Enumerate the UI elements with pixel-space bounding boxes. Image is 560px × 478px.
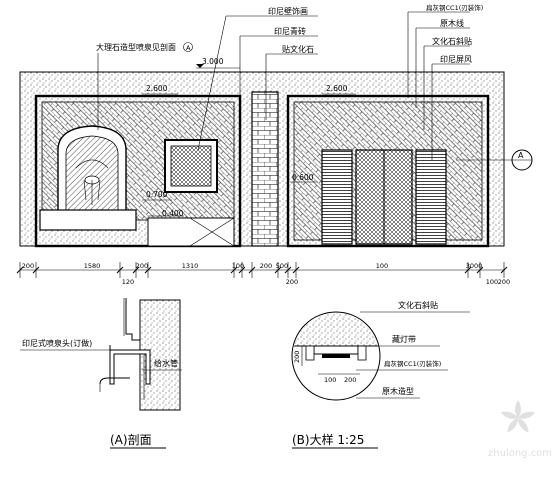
- detail-a: 印尼式喷泉头(订做) 给水管 (A)剖面: [20, 298, 182, 449]
- indian-screen: [321, 149, 447, 245]
- section-callout-a: A: [456, 149, 533, 171]
- detail-a-label-head: 印尼式喷泉头(订做): [22, 338, 92, 348]
- spout: [99, 377, 130, 385]
- right-label-stack: 扁灰钢CC1(刃装饰) 原木线 文化石斜贴 印尼屏风: [407, 3, 483, 160]
- dim-slash: [248, 266, 256, 274]
- left-bay-frame: [34, 94, 242, 248]
- dimension-label: 3000: [466, 262, 483, 270]
- dimension-label: 200: [498, 278, 510, 286]
- top-labels: 大理石造型喷泉见剖面 A 印尼壁饰画 印尼青砖 贴文化石 扁灰钢CC1(刃装饰)…: [96, 3, 483, 160]
- elevation-markers: 3.000 2.600 2.600 0.700 0.600 0.400: [142, 57, 356, 218]
- detail-a-caption: (A)剖面: [110, 433, 152, 447]
- fountain-arch: [57, 125, 127, 210]
- dimension-label: 1310: [182, 262, 199, 270]
- label-indian-slate: 印尼青砖: [274, 26, 306, 36]
- detail-b-label-panel: 扁灰钢CC1(刃装饰): [384, 359, 441, 368]
- dim-slash: [144, 266, 152, 274]
- dim-slash: [32, 266, 40, 274]
- detail-b-dim-h2: 200: [344, 376, 356, 384]
- dim-slash: [464, 266, 472, 274]
- detail-b: 200 100 200 文化石斜贴 藏灯带 扁灰钢CC1(刃装饰) 原木造型 (…: [291, 300, 470, 449]
- label-right-1: 原木线: [440, 18, 464, 28]
- fountain-head: [109, 345, 151, 385]
- pool: [147, 217, 235, 247]
- dim-slash: [16, 266, 24, 274]
- elevation-2600-right: 2.600: [326, 84, 348, 93]
- detail-b-label-light: 藏灯带: [392, 334, 416, 344]
- dimension-label: 100: [232, 262, 244, 270]
- elevation-0700: 0.700: [146, 190, 168, 199]
- fountain-basin: [39, 209, 137, 231]
- elevation-3000: 3.000: [202, 57, 224, 66]
- dimension-label: 200: [22, 262, 34, 270]
- detail-b-label-wood: 原木造型: [382, 386, 414, 396]
- label-marble-arch-ref: A: [186, 44, 191, 52]
- main-elevation: 3.000 2.600 2.600 0.700 0.600 0.400 A: [19, 57, 533, 248]
- dim-slash: [284, 266, 292, 274]
- dimension-label: 500: [276, 262, 288, 270]
- dim-slash: [292, 266, 300, 274]
- dim-slash: [500, 266, 508, 274]
- label-right-3: 印尼屏风: [440, 55, 472, 64]
- dim-slash: [230, 266, 238, 274]
- elevation-0400: 0.400: [162, 209, 184, 218]
- label-right-2: 文化石斜贴: [432, 36, 472, 46]
- dim-slash: [476, 266, 484, 274]
- dimension-label: 200: [136, 262, 148, 270]
- elevation-0600: 0.600: [292, 173, 314, 182]
- watermark-logo: zhulong.com: [488, 400, 552, 459]
- dim-slash: [274, 266, 282, 274]
- watermark-text: zhulong.com: [488, 448, 552, 459]
- dim-slash: [116, 266, 124, 274]
- mural-panel: [170, 145, 212, 187]
- dimension-label: 100: [486, 278, 498, 286]
- label-culture-stone: 贴文化石: [282, 44, 314, 54]
- elevation-2600-left: 2.600: [146, 84, 168, 93]
- detail-a-label-pipe: 给水管: [154, 358, 178, 368]
- label-marble-arch: 大理石造型喷泉见剖面: [96, 42, 176, 52]
- label-indian-murals: 印尼壁饰画: [268, 6, 308, 16]
- dimension-label: 200: [260, 262, 272, 270]
- dimension-label: 1580: [84, 262, 101, 270]
- dim-slash: [132, 266, 140, 274]
- detail-b-caption: (B)大样 1:25: [292, 432, 364, 447]
- dimension-label: 200: [286, 278, 298, 286]
- stone-column: [251, 91, 279, 247]
- dimension-label: 100: [376, 262, 388, 270]
- dimension-label: 120: [122, 278, 134, 286]
- right-bay-frame: [286, 94, 490, 248]
- section-letter: A: [518, 151, 524, 160]
- label-right-0: 扁灰钢CC1(刃装饰): [426, 3, 483, 12]
- detail-b-dim-v: 200: [293, 351, 301, 363]
- detail-b-label-stone: 文化石斜贴: [398, 300, 438, 310]
- detail-b-dim-h1: 100: [324, 376, 336, 384]
- dim-slash: [238, 266, 246, 274]
